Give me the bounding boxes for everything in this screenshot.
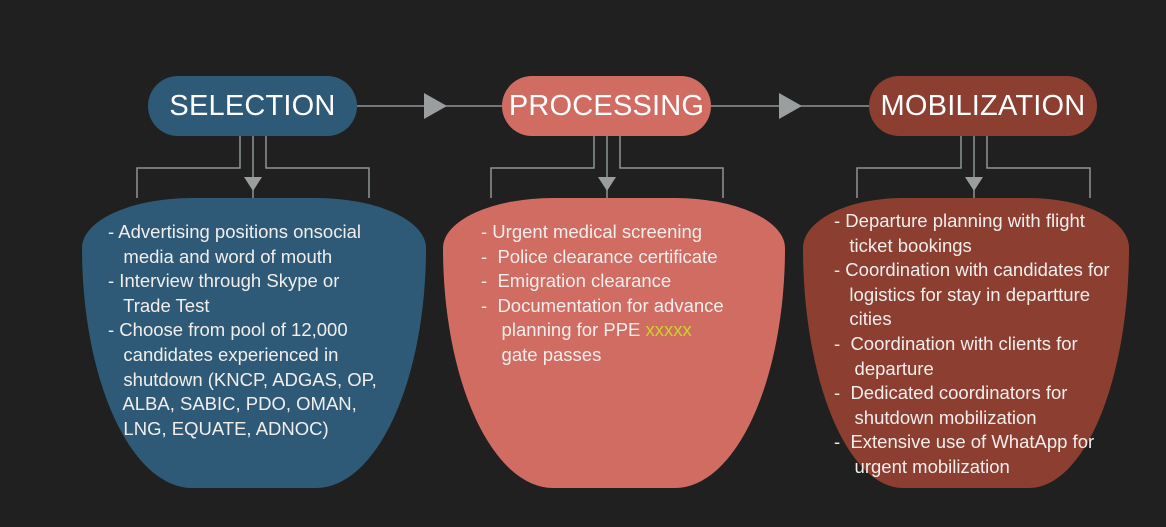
detail-line: Trade Test (108, 294, 210, 316)
down-arrow-icon (598, 177, 616, 191)
detail-line: candidates experienced in (108, 343, 339, 365)
down-arrow-icon (244, 177, 262, 191)
stage-details-selection: - Advertising positions onsocial media a… (82, 198, 426, 488)
detail-line: - Advertising positions onsocial (108, 221, 361, 242)
down-arrow-icon (965, 177, 983, 191)
arrowhead-icon (424, 93, 447, 119)
stage-title: SELECTION (169, 89, 336, 122)
stage-pill-processing: PROCESSING (502, 76, 711, 136)
stage-title: PROCESSING (508, 89, 705, 122)
detail-line: ALBA, SABIC, PDO, OMAN, (108, 393, 357, 415)
detail-line: ticket bookings (834, 234, 972, 256)
detail-line: urgent mobilization (834, 455, 1010, 477)
stage-pill-selection: SELECTION (148, 76, 357, 136)
detail-line: - Urgent medical screening (481, 221, 703, 242)
connector-selection (136, 136, 370, 198)
detail-line: LNG, EQUATE, ADNOC) (108, 417, 329, 439)
detail-line: departure (834, 357, 934, 379)
highlight-placeholder: xxxxx (645, 319, 692, 341)
detail-line: - Documentation for advance (481, 294, 724, 316)
detail-line: shutdown mobilization (834, 406, 1037, 428)
detail-line: - Extensive use of WhatApp for (834, 431, 1095, 453)
detail-line: logistics for stay in departture (834, 283, 1091, 305)
detail-line: - Dedicated coordinators for (834, 382, 1068, 404)
detail-line: media and word of mouth (108, 245, 333, 267)
stage-title: MOBILIZATION (880, 89, 1086, 122)
detail-line: - Choose from pool of 12,000 (108, 319, 348, 341)
arrowhead-icon (779, 93, 802, 119)
stage-details-processing: - Urgent medical screening - Police clea… (443, 198, 785, 488)
detail-line: cities (834, 308, 892, 330)
detail-line: shutdown (KNCP, ADGAS, OP, (108, 368, 377, 390)
detail-text: planning for PPE (481, 319, 646, 341)
detail-line: - Coordination with clients for (834, 332, 1078, 354)
detail-line: - Departure planning with flight (834, 210, 1085, 231)
flow-arrow-processing-to-mobilization (711, 93, 869, 119)
detail-line: - Coordination with candidates for (834, 259, 1110, 281)
detail-line: - Emigration clearance (481, 270, 672, 292)
connector-mobilization (856, 136, 1091, 198)
stage-pill-mobilization: MOBILIZATION (869, 76, 1097, 136)
connector-processing (490, 136, 724, 198)
detail-line: gate passes (481, 343, 602, 365)
stage-details-mobilization: - Departure planning with flight ticket … (803, 198, 1129, 488)
detail-line-with-highlight: planning for PPE xxxxx (481, 318, 785, 343)
detail-line: - Police clearance certificate (481, 245, 718, 267)
detail-line: - Interview through Skype or (108, 270, 340, 292)
flow-arrow-selection-to-processing (357, 93, 502, 119)
